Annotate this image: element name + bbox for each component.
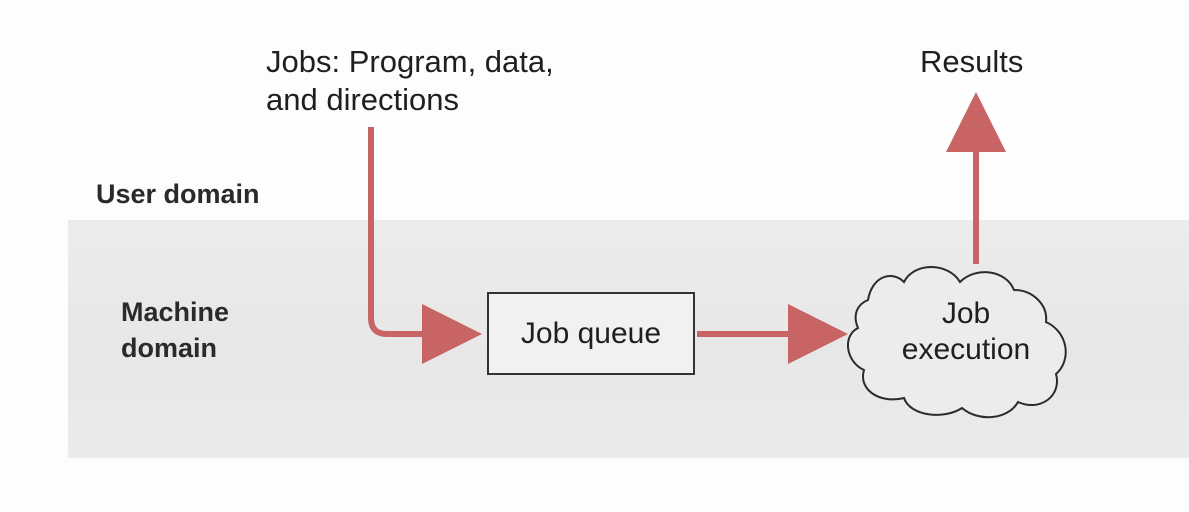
jobs-input-arrow [368, 127, 482, 364]
job-queue-box: Job queue [487, 292, 695, 375]
job-execution-label: Job execution [876, 296, 1056, 368]
jobs-label-line1: Jobs: Program, data, [266, 44, 554, 79]
user-domain-label: User domain [96, 179, 260, 209]
results-label: Results [920, 44, 1024, 79]
job-queue-label: Job queue [520, 316, 662, 350]
job-execution-cloud [847, 266, 1067, 419]
job-execution-label-line1: Job [941, 297, 991, 330]
machine-domain-label-line2: domain [121, 333, 218, 363]
machine-domain-label-line1: Machine [121, 297, 230, 327]
job-execution-label-line2: execution [901, 333, 1031, 366]
jobs-label-line2: and directions [266, 82, 460, 117]
